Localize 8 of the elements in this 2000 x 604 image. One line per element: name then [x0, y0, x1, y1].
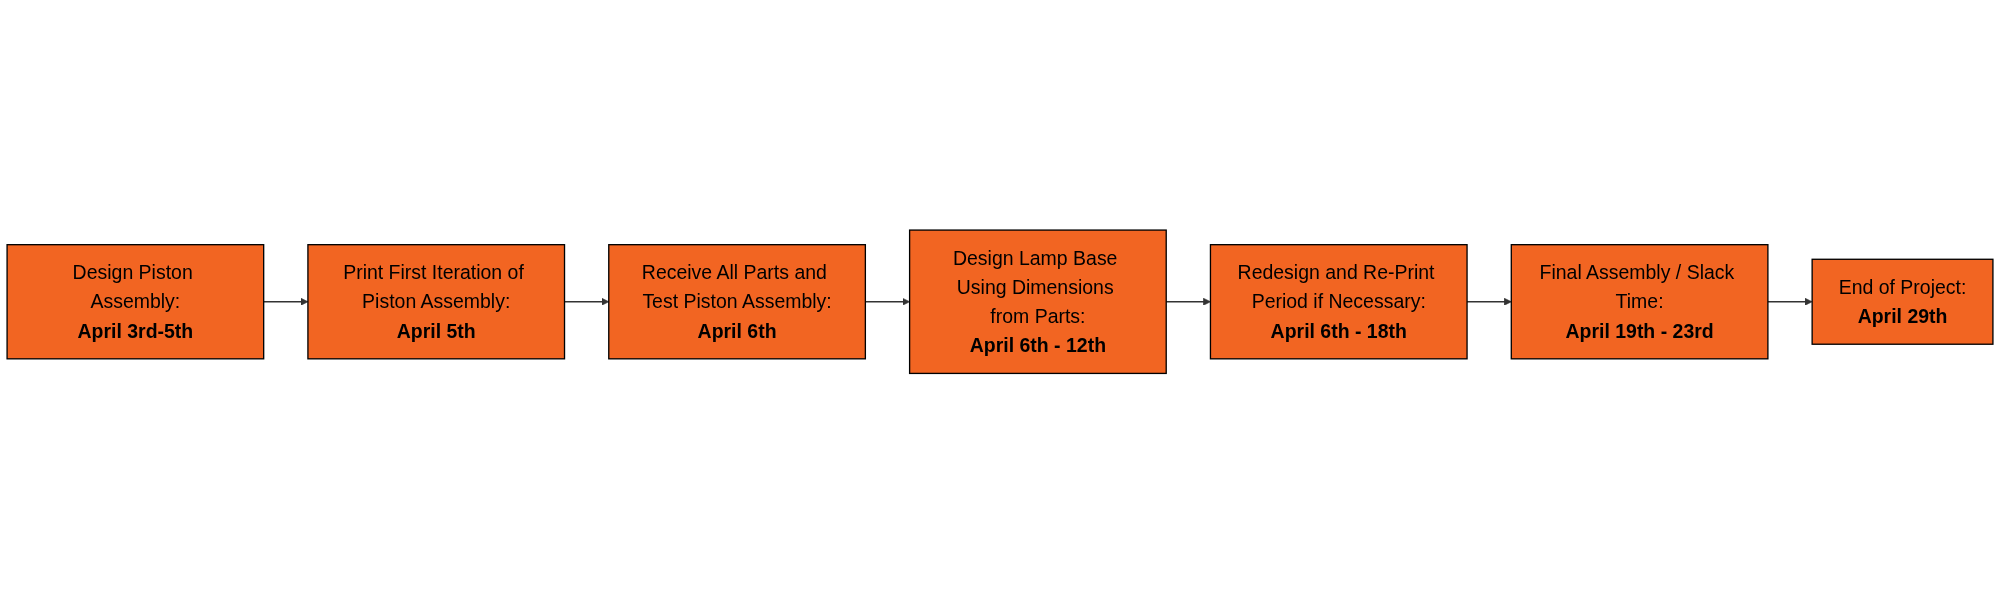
- node-box: Design Piston Assembly: April 3rd-5th: [6, 244, 265, 360]
- arrow: [1767, 298, 1813, 306]
- node-box: Redesign and Re-Print Period if Necessary: April 6th - 18th: [1209, 244, 1468, 360]
- node-box: End of Project: April 29th: [1811, 258, 1994, 346]
- node-box: Print First Iteration of Piston Assembly: April 5th: [307, 244, 566, 360]
- node-box: Receive All Parts and Test Piston Assembly: April 6th: [608, 244, 867, 360]
- node-box: Design Lamp Base Using Dimensions from Parts: April 6th - 12th: [908, 229, 1167, 375]
- node-box: Final Assembly / Slack Time: April 19th - 23rd: [1510, 244, 1769, 360]
